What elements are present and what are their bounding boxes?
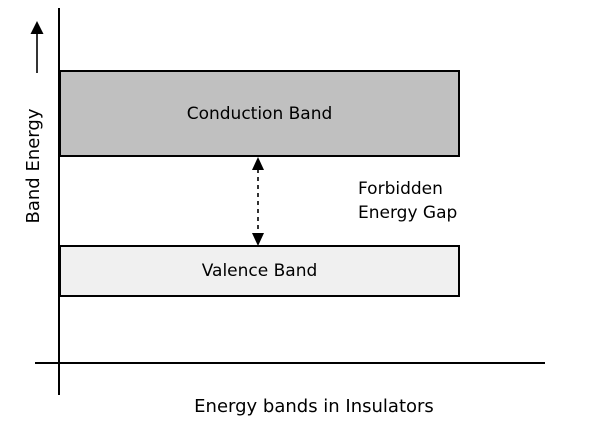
energy-gap-label: Forbidden Energy Gap: [358, 177, 457, 225]
valence-band-label: Valence Band: [201, 261, 318, 281]
up-arrow-head: [30, 21, 44, 34]
double-headed-dashed-arrow-icon: [252, 157, 264, 246]
gap-arrow-head-top: [252, 157, 264, 170]
energy-gap-label-line1: Forbidden: [358, 179, 443, 199]
caption: Energy bands in Insulators: [194, 396, 434, 417]
energy-gap-label-line2: Energy Gap: [358, 203, 458, 223]
conduction-band-label: Conduction Band: [186, 103, 333, 124]
y-axis-label: Band Energy: [23, 108, 44, 224]
up-arrow-icon: [30, 21, 44, 73]
gap-arrow-head-bottom: [252, 233, 264, 246]
valence-band-rect: Valence Band: [59, 245, 460, 297]
conduction-band-rect: Conduction Band: [59, 70, 460, 157]
x-axis-line: [35, 362, 545, 364]
y-axis-line: [58, 8, 60, 395]
